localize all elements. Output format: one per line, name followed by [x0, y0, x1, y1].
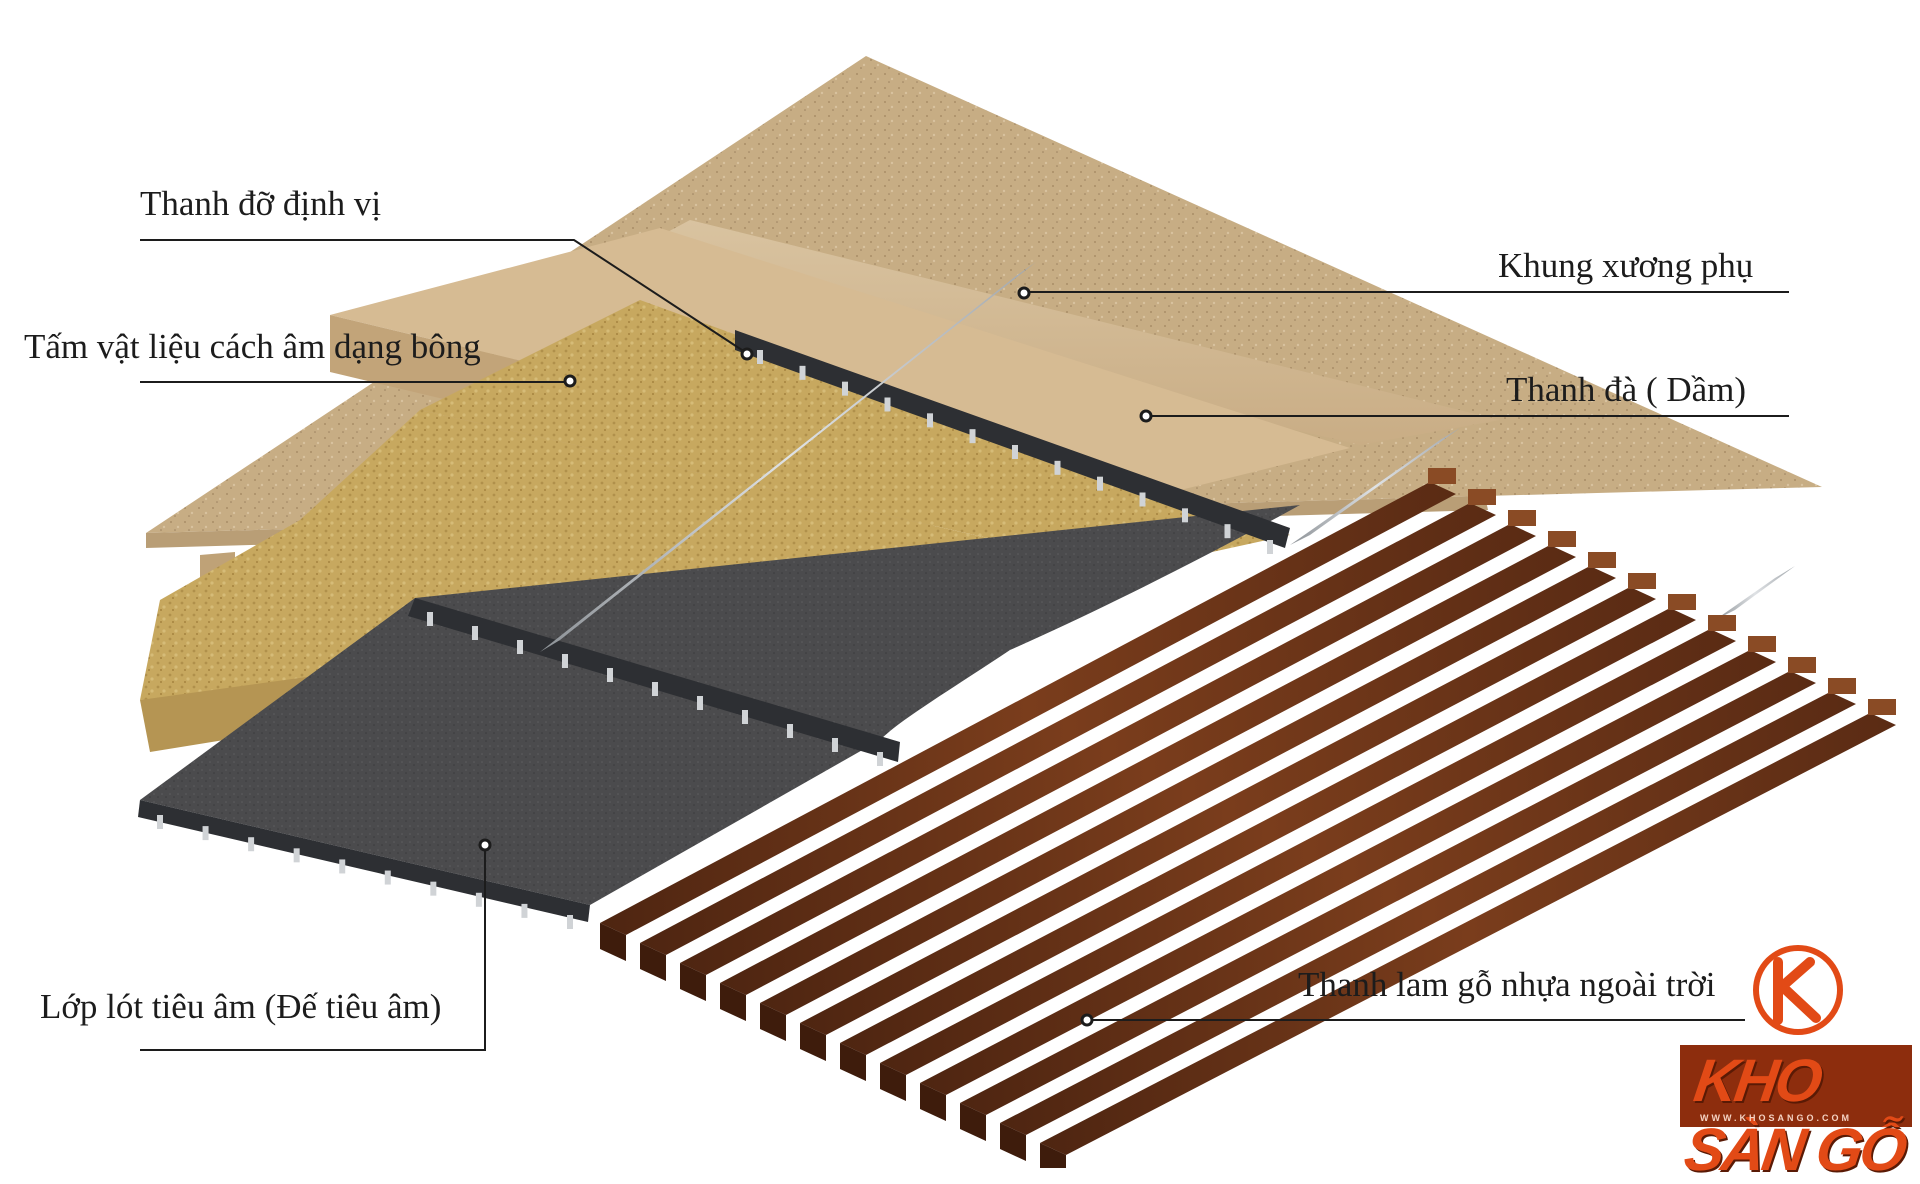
wood-slat-end [1468, 489, 1496, 505]
label-thanh-da: Thanh đà ( Dầm) [1506, 370, 1747, 409]
rail-clip [427, 612, 433, 626]
rail-clip [787, 724, 793, 738]
wood-slat-end [1828, 678, 1856, 694]
insulation-top [420, 300, 1290, 570]
logo-banner [1680, 1045, 1912, 1127]
rail-clip [607, 668, 613, 682]
rail-front [138, 800, 590, 922]
rail-clip [475, 892, 482, 907]
wood-slat [1040, 713, 1896, 1155]
marker-thanh-do-dinh-vi [740, 347, 754, 361]
rail-clip [430, 881, 437, 896]
rail-clip [969, 429, 976, 444]
wood-slat [880, 629, 1736, 1075]
rail-clip [202, 826, 209, 841]
channel-2 [1290, 428, 1460, 545]
rail-clip [1054, 460, 1061, 475]
label-tam-cach-am: Tấm vật liệu cách âm dạng bông [24, 327, 481, 366]
logo-emblem [1753, 945, 1843, 1035]
rail-left [408, 598, 900, 762]
rail-clip [799, 365, 806, 380]
rail-clip [832, 738, 838, 752]
rail-clip [742, 710, 748, 724]
wood-slat-side [960, 1103, 986, 1141]
rail-clip [293, 848, 300, 863]
wood-slat-side [880, 1063, 906, 1101]
marker-tam-cach-am [563, 374, 577, 388]
wood-slat-end [1708, 615, 1736, 631]
rail-clip [1097, 476, 1103, 491]
marker-khung-xuong-phu [1017, 286, 1031, 300]
label-khung-xuong-phu: Khung xương phụ [1498, 246, 1754, 285]
wood-slat [840, 608, 1696, 1055]
channel-3 [1715, 566, 1795, 620]
rail-clip [567, 915, 573, 929]
wood-slat-end [1628, 573, 1656, 589]
wood-slat [680, 524, 1536, 975]
wood-slat-end [1508, 510, 1536, 526]
rail-clip [384, 870, 391, 885]
rail-back [735, 330, 1290, 548]
wood-slat [800, 587, 1656, 1035]
wood-slat [600, 482, 1456, 935]
wood-slat-side [760, 1003, 786, 1041]
beam-front [330, 228, 1350, 505]
rail-clip [1224, 524, 1231, 539]
marker-lop-lot [478, 838, 492, 852]
wood-slat [920, 650, 1776, 1095]
rail-clips [157, 350, 1273, 929]
rail-clip [339, 859, 346, 874]
wood-slat [960, 671, 1816, 1115]
rail-clip [517, 640, 523, 654]
rail-clip [521, 903, 528, 918]
rail-clip [1182, 508, 1188, 523]
wood-slat [720, 545, 1576, 995]
rail-clip [757, 350, 763, 364]
wood-slat-side [720, 983, 746, 1021]
rail-clip [697, 696, 703, 710]
rail-clip [652, 682, 658, 696]
wood-slat-side [840, 1043, 866, 1081]
wood-slat-end [1548, 531, 1576, 547]
wood-slat-end [1588, 552, 1616, 568]
rail-clip [842, 381, 848, 396]
rail-clip [1267, 540, 1273, 554]
wood-slat-side [920, 1083, 946, 1121]
leader-lop-lot [140, 847, 486, 1051]
wood-slat-side [680, 963, 706, 1001]
wood-slat-side [800, 1023, 826, 1061]
logo-url-text: WWW.KHOSANGO.COM [1700, 1113, 1852, 1123]
beam-back [600, 220, 1500, 445]
wood-slat-end [1748, 636, 1776, 652]
rail-clip [472, 626, 478, 640]
marker-thanh-da [1139, 409, 1153, 423]
rail-clip [1012, 445, 1018, 459]
rail-clip [877, 752, 883, 766]
wood-slat-end [1868, 699, 1896, 715]
rail-clip [157, 815, 163, 829]
rail-clip [248, 837, 255, 852]
wood-slat-side [640, 943, 666, 981]
label-thanh-lam: Thanh lam gỗ nhựa ngoài trời [1298, 965, 1716, 1004]
rail-clip [1139, 492, 1146, 507]
rail-clip [927, 413, 933, 428]
label-lop-lot: Lớp lót tiêu âm (Đế tiêu âm) [40, 987, 442, 1026]
channel-1 [540, 262, 1036, 652]
wood-slat-side [1000, 1123, 1026, 1161]
wood-slat [640, 503, 1496, 955]
wood-slat-end [1428, 468, 1456, 484]
wood-slat-end [1788, 657, 1816, 673]
wood-slat-end [1668, 594, 1696, 610]
wood-slat-side [600, 923, 626, 961]
leader-thanh-do-dinh-vi [140, 239, 746, 353]
label-thanh-do-dinh-vi: Thanh đỡ định vị [140, 184, 382, 223]
wood-slat [1000, 692, 1856, 1135]
wood-slat [760, 566, 1616, 1015]
rail-clip [562, 654, 568, 668]
wood-slats [600, 468, 1896, 1181]
rail-clip [884, 397, 891, 412]
marker-thanh-lam [1080, 1013, 1094, 1027]
